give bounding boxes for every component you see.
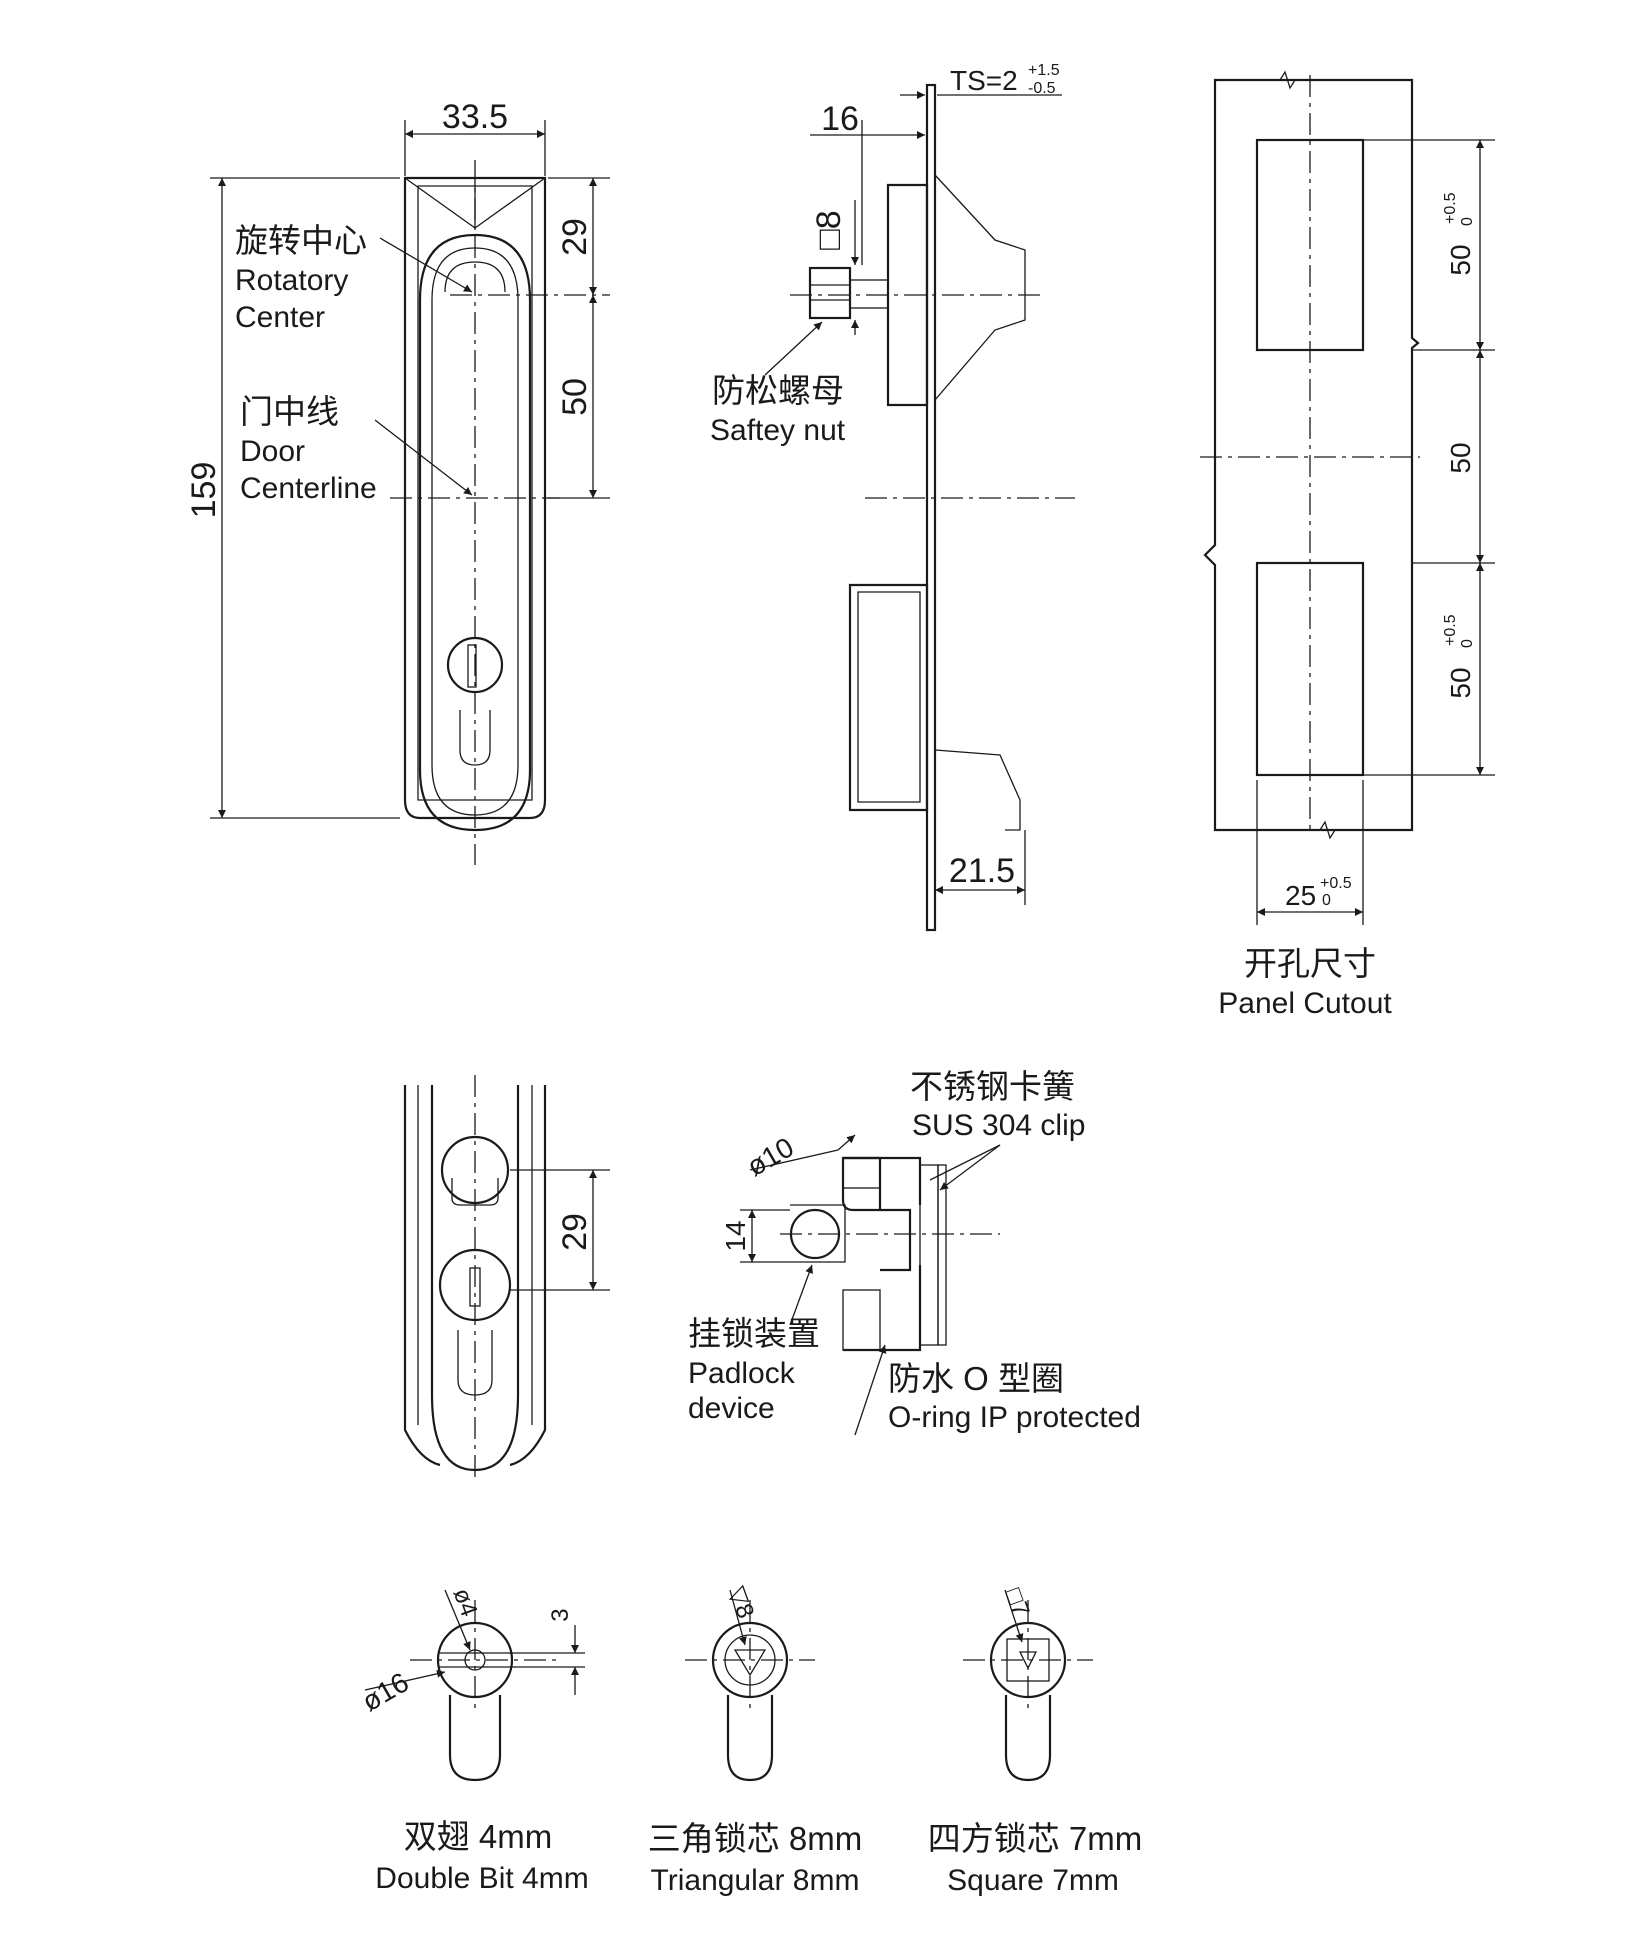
cut-dim-25: 25 bbox=[1285, 880, 1316, 911]
dim-ts-sup: +1.5 bbox=[1028, 62, 1060, 79]
dim-h29: 29 bbox=[556, 218, 594, 256]
dim-dia4: ø4 bbox=[448, 1585, 483, 1621]
bottom-dim-29: 29 bbox=[556, 1213, 594, 1251]
cutout-label-cn: 开孔尺寸 bbox=[1244, 945, 1376, 982]
cut-dim-bot: 50 bbox=[1445, 667, 1476, 698]
dim-16: 16 bbox=[821, 100, 859, 138]
clip-label-cn: 不锈钢卡簧 bbox=[910, 1068, 1075, 1105]
dim-ts: TS=2 bbox=[950, 65, 1018, 96]
rotatory-label-en2: Center bbox=[235, 301, 325, 334]
cut-dim-top: 50 bbox=[1445, 244, 1476, 275]
dim-14: 14 bbox=[720, 1220, 751, 1251]
cutout-label-en: Panel Cutout bbox=[1218, 987, 1392, 1020]
dim-h159: 159 bbox=[185, 462, 223, 519]
oring-label-cn: 防水 O 型圈 bbox=[888, 1360, 1064, 1397]
key-triangular bbox=[685, 1589, 815, 1782]
dim-width-top: 33.5 bbox=[442, 98, 508, 136]
dim-3: 3 bbox=[547, 1608, 574, 1621]
cut-dim-25-sub: 0 bbox=[1322, 892, 1331, 909]
cut-dim-mid: 50 bbox=[1445, 442, 1476, 473]
nut-label-cn: 防松螺母 bbox=[712, 372, 844, 409]
cut-dim-25-sup: +0.5 bbox=[1320, 875, 1352, 892]
dim-sq7: □7 bbox=[1000, 1585, 1035, 1620]
dim-ts-sub: -0.5 bbox=[1028, 80, 1056, 97]
door-label-cn: 门中线 bbox=[240, 393, 339, 430]
nut-label-en: Saftey nut bbox=[710, 414, 846, 447]
panel-cutout-view bbox=[1200, 70, 1495, 925]
cut-dim-bot-sup: +0.5 bbox=[1442, 614, 1459, 646]
section-view bbox=[740, 1134, 1001, 1436]
dim-21-5: 21.5 bbox=[949, 852, 1015, 890]
padlock-label-en2: device bbox=[688, 1392, 775, 1425]
key-square bbox=[963, 1589, 1093, 1782]
key2-label-cn: 三角锁芯 8mm bbox=[648, 1820, 863, 1857]
clip-label-en: SUS 304 clip bbox=[912, 1109, 1085, 1142]
dim-h50: 50 bbox=[556, 378, 594, 416]
key3-label-cn: 四方锁芯 7mm bbox=[928, 1820, 1143, 1857]
cut-dim-top-sup: +0.5 bbox=[1442, 192, 1459, 224]
door-label-en1: Door bbox=[240, 435, 305, 468]
padlock-label-en1: Padlock bbox=[688, 1357, 796, 1390]
cut-dim-bot-sub: 0 bbox=[1459, 639, 1476, 648]
dim-tri8: ▽8 bbox=[723, 1583, 759, 1622]
key-double-bit bbox=[364, 1589, 585, 1782]
dim-sq8: □8 bbox=[810, 210, 848, 249]
dim-dia10: ø10 bbox=[742, 1131, 799, 1182]
cut-dim-top-sub: 0 bbox=[1459, 217, 1476, 226]
handle-padlock-view bbox=[403, 1075, 610, 1480]
key1-label-cn: 双翅 4mm bbox=[404, 1818, 553, 1855]
key3-label-en: Square 7mm bbox=[947, 1864, 1119, 1897]
door-label-en2: Centerline bbox=[240, 472, 377, 505]
oring-label-en: O-ring IP protected bbox=[888, 1401, 1141, 1434]
dim-dia16: ø16 bbox=[357, 1666, 414, 1717]
front-view bbox=[210, 120, 610, 865]
padlock-label-cn: 挂锁装置 bbox=[688, 1315, 820, 1352]
rotatory-label-cn: 旋转中心 bbox=[235, 222, 367, 259]
side-view bbox=[764, 83, 1075, 932]
rotatory-label-en1: Rotatory bbox=[235, 264, 348, 297]
key1-label-en: Double Bit 4mm bbox=[375, 1862, 588, 1895]
key2-label-en: Triangular 8mm bbox=[651, 1864, 860, 1897]
